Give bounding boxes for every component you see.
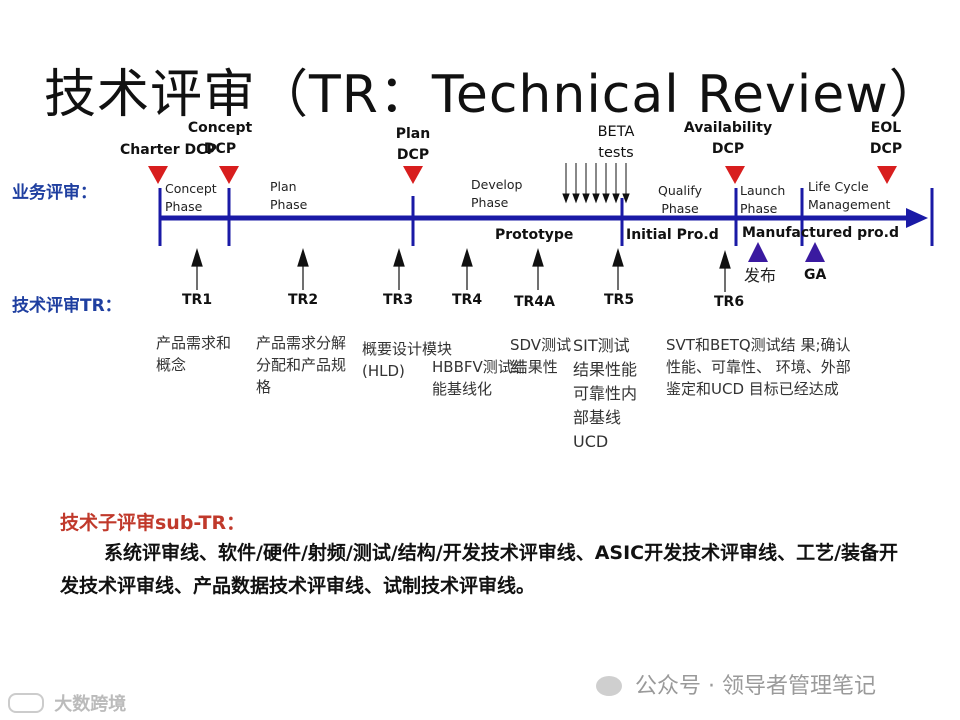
release-label-fabu: 发布	[744, 266, 777, 285]
tr-desc-tr5: SIT测试结果性能可靠性内部基线UCD	[573, 336, 638, 451]
page-title: 技术评审（TR：Technical Review）	[44, 65, 942, 125]
phase-qualify: Qualify Phase	[658, 183, 702, 216]
sub-tr-body: 系统评审线、软件/硬件/射频/测试/结构/开发技术评审线、ASIC开发技术评审线…	[60, 542, 899, 597]
brand-logo-icon	[8, 693, 44, 713]
release-marker-ga	[805, 242, 825, 262]
dcp-marker-availability	[725, 166, 745, 184]
tr-label-tr3: TR3	[383, 292, 414, 308]
dcp-marker-concept	[219, 166, 239, 184]
phase-lifecycle: Life Cycle Management	[808, 179, 891, 212]
tr-label-tr2: TR2	[288, 292, 319, 308]
phase-concept: Concept Phase	[165, 181, 217, 214]
timeline-arrowhead	[906, 208, 928, 228]
tr-desc-tr4: HBBFV测试结果性能基线化	[432, 358, 558, 398]
tr-desc-tr4a: SDV测试结	[510, 336, 572, 376]
stage-manufactured: Manufactured pro.d	[742, 225, 899, 241]
tr-label-tr1: TR1	[182, 292, 213, 308]
dcp-marker-eol	[877, 166, 897, 184]
dcp-marker-charter	[148, 166, 168, 184]
tr-desc-tr2: 产品需求分解分配和产品规格	[256, 334, 347, 396]
tr-label-tr6: TR6	[714, 294, 745, 310]
watermark-wechat: 公众号 · 领导者管理笔记	[596, 668, 876, 700]
stage-prototype: Prototype	[495, 227, 574, 243]
phase-plan: Plan Phase	[270, 179, 308, 212]
tr-label-tr5: TR5	[604, 292, 635, 308]
tr-desc-tr1: 产品需求和概念	[156, 334, 232, 374]
watermark-logo: 大数跨境	[8, 690, 126, 716]
release-marker-fabu	[748, 242, 768, 262]
stage-initial: Initial Pro.d	[626, 227, 719, 243]
sub-tr-heading: 技术子评审sub-TR：	[60, 512, 246, 534]
milestone-charter-dcp: Charter DCP	[120, 142, 217, 158]
tr-label-tr4: TR4	[452, 292, 483, 308]
beta-test-arrows	[562, 163, 630, 204]
release-label-ga: GA	[804, 267, 827, 283]
tr-desc-tr6: SVT和BETQ测试结 果;确认性能、可靠性、 环境、外部鉴定和UCD 目标已经…	[666, 336, 851, 398]
tr-arrows	[191, 247, 731, 292]
wechat-icon	[596, 676, 622, 696]
tr-desc-tr3: 概要设计模块(HLD)	[362, 340, 453, 380]
dcp-marker-plan	[403, 166, 423, 184]
phase-launch: Launch Phase	[740, 183, 786, 216]
tech-review-label: 技术评审TR：	[12, 296, 122, 316]
tr-label-tr4a: TR4A	[514, 294, 555, 310]
phase-develop: Develop Phase	[471, 177, 523, 210]
business-review-label: 业务评审：	[12, 183, 97, 203]
